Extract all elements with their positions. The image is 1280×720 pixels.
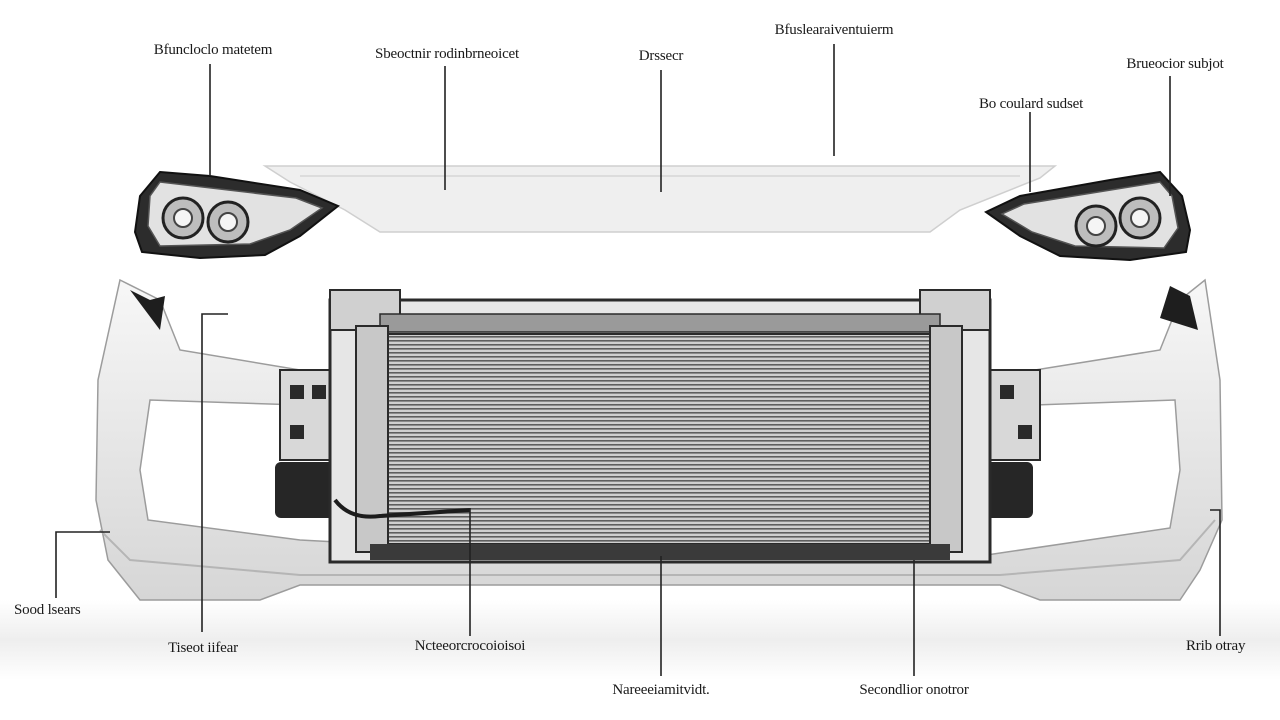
headlight-right <box>984 170 1192 262</box>
leader-bumper-right <box>1210 509 1221 636</box>
floor-shadow <box>0 600 1280 680</box>
label-radiator-hose: Ncteeorcrocoioisoi <box>414 638 526 654</box>
headlight-left <box>133 170 340 260</box>
leader-lines <box>55 44 1221 676</box>
label-upper-rail-left: Sbeoctnir rodinbrneoicet <box>375 46 519 62</box>
label-headlight-bracket-right: Bo coulard sudset <box>978 96 1084 112</box>
label-upper-center: Drssecr <box>638 48 684 64</box>
label-bumper-left: Sood lsears <box>14 602 81 618</box>
bumper-cover <box>95 278 1223 601</box>
radiator-assembly <box>275 289 1041 564</box>
label-headlight-left: Bfuncloclo matetem <box>153 42 273 58</box>
upper-cross-member <box>262 165 1058 233</box>
label-bumper-right: Rrib otray <box>1186 638 1246 654</box>
leader-lower-left <box>201 313 228 632</box>
label-headlight-right: Brueocior subjot <box>1126 56 1224 72</box>
label-upper-right: Bfuslearaiventuierm <box>774 22 894 38</box>
label-lower-left: Tiseot iifear <box>168 640 238 656</box>
label-condenser-bottom: Secondlior onotror <box>859 682 969 698</box>
leader-bumper-left <box>55 531 110 598</box>
label-radiator-bottom: Nareeeiamitvidt. <box>612 682 710 698</box>
